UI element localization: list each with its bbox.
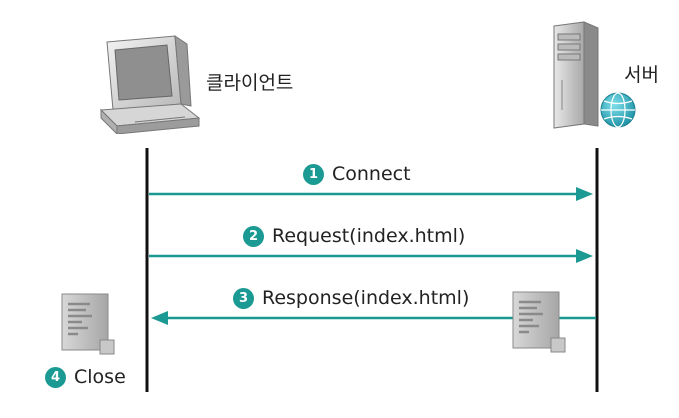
message-2: 2 Request(index.html) [243,226,465,247]
message-3-label: Response(index.html) [262,287,470,309]
message-3: 3 Response(index.html) [233,288,469,309]
message-1-label: Connect [332,163,411,185]
document-icon [61,293,115,355]
arrowhead-connect [576,187,593,201]
step-badge-3: 3 [233,288,254,309]
server-tower-icon [553,21,636,129]
step-badge-2: 2 [243,226,264,247]
message-1: 1 Connect [303,164,411,185]
computer-icon [99,35,201,134]
arrowhead-request [576,249,593,263]
message-4: 4 Close [45,367,126,388]
step-badge-4: 4 [45,367,66,388]
client-label: 클라이언트 [206,72,294,94]
step-badge-1: 1 [303,164,324,185]
arrowhead-response [151,311,168,325]
message-4-label: Close [74,366,126,388]
server-label: 서버 [624,64,659,86]
message-2-label: Request(index.html) [272,225,466,247]
document-icon [512,291,566,353]
